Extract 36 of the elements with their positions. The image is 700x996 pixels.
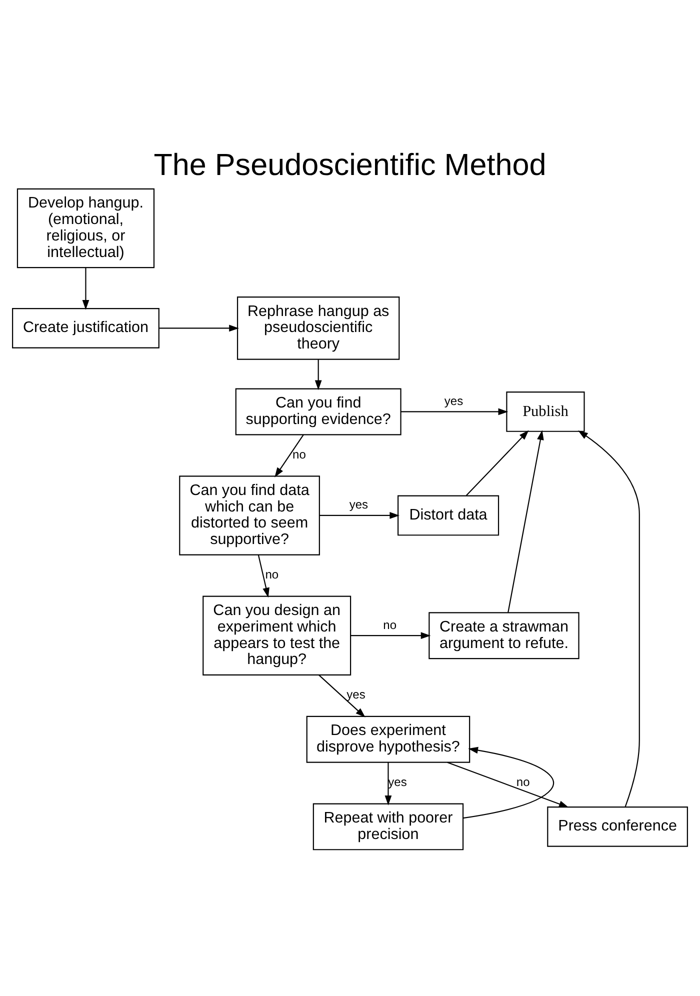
arrow [350,632,431,640]
arrow [447,762,569,808]
arrow [578,430,640,808]
edge-label: yes [349,498,368,512]
edge-label: no [265,568,279,582]
node-box: Press conference [547,806,688,847]
node-box: Repeat with poorer precision [312,803,464,850]
edge-label: yes [346,688,366,702]
node-box: Create a strawman argument to refute. [428,612,580,660]
edge-label: no [516,775,530,790]
arrow [318,674,366,718]
arrow [314,360,322,390]
node-box: Develop hangup. (emotional, religious, or intellectual) [16,188,155,268]
node-box: Rephrase hangup as pseudoscientific theory [236,296,400,360]
node-box: Publish [506,392,585,432]
node-box: Can you find supporting evidence? [235,388,402,436]
node-box: Can you design an experiment which appears to test the hangup? [202,596,352,676]
node-box: Can you find data which can be distorted to seem supportive? [179,476,320,556]
node-box: Create justification [12,308,160,348]
arrow [466,430,529,496]
edge-label: yes [388,775,407,790]
node-box: Does experiment disprove hypothesis? [306,716,470,763]
edge-label: yes [444,394,464,408]
arrow [159,324,239,332]
arrow [400,408,508,416]
arrow [508,430,544,612]
edge-label: no [292,447,306,462]
arrow [258,554,270,598]
arrow [384,762,392,806]
edge-label: no [383,618,397,632]
diagram-title: The Pseudoscientific Method [154,148,546,182]
arrow [82,268,90,310]
arrow [320,512,400,519]
arrow [463,746,554,819]
arrow [274,434,304,478]
node-box: Distort data [398,495,500,536]
